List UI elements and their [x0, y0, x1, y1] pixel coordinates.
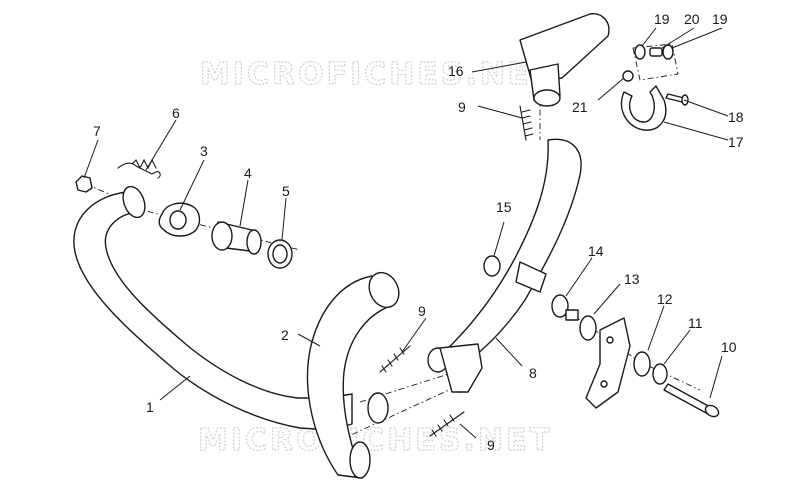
part-16-silencer — [519, 13, 610, 107]
part-19-washer-right — [662, 44, 674, 60]
part-8-middle-pipe — [427, 138, 582, 393]
part-9-spring-bottom — [429, 411, 465, 437]
callout-15: 15 — [496, 199, 512, 215]
callout-11: 11 — [688, 315, 703, 331]
part-13-washer — [579, 315, 597, 341]
callout-9-bottom: 9 — [487, 437, 495, 453]
part-12-spacer — [633, 351, 651, 377]
part-9-spring-middle — [379, 345, 411, 373]
part-9-spring-top — [519, 105, 534, 141]
mounting-bracket — [585, 317, 631, 409]
callout-1: 1 — [146, 399, 154, 415]
callout-14: 14 — [588, 243, 604, 259]
callout-8: 8 — [529, 365, 537, 381]
callout-19-right: 19 — [712, 11, 728, 27]
callout-16: 16 — [448, 63, 464, 79]
part-11-washer — [652, 363, 668, 385]
part-21-nut — [622, 70, 634, 82]
callout-12: 12 — [657, 291, 673, 307]
part-20-bolt — [649, 47, 663, 57]
part-7-nut — [75, 175, 93, 193]
part-5-gasket-ring — [267, 239, 293, 269]
part-4-sleeve — [211, 221, 262, 255]
callout-7: 7 — [93, 123, 101, 139]
callout-4: 4 — [244, 165, 252, 181]
callout-10: 10 — [721, 339, 737, 355]
callout-9-middle: 9 — [418, 303, 426, 319]
part-2-rear-header-pipe — [306, 271, 400, 479]
callout-9-top: 9 — [458, 99, 466, 115]
part-10-bolt — [663, 383, 720, 418]
callout-2: 2 — [281, 327, 289, 343]
watermark-top: MICROFICHES.NET — [200, 57, 555, 92]
callout-6: 6 — [172, 105, 180, 121]
callout-labels: 1 2 3 4 5 6 7 8 9 9 9 10 11 12 13 14 15 … — [93, 11, 744, 453]
part-18-screw — [665, 93, 689, 106]
watermark-bottom: MICROFICHES.NET — [198, 423, 553, 458]
part-15-bushing — [483, 255, 501, 277]
callout-18: 18 — [728, 109, 744, 125]
callout-19-left: 19 — [654, 11, 670, 27]
callout-17: 17 — [728, 134, 744, 150]
part-19-washer-left — [634, 44, 646, 60]
callout-13: 13 — [624, 271, 640, 287]
callout-21: 21 — [572, 99, 588, 115]
part-14-rubber-mount — [551, 294, 579, 321]
callout-3: 3 — [200, 143, 208, 159]
part-6-spring — [117, 158, 161, 179]
part-17-clamp — [620, 85, 667, 131]
part-3-flange — [158, 202, 201, 237]
leader-lines — [83, 27, 729, 439]
callout-20: 20 — [684, 11, 700, 27]
callout-5: 5 — [282, 183, 290, 199]
